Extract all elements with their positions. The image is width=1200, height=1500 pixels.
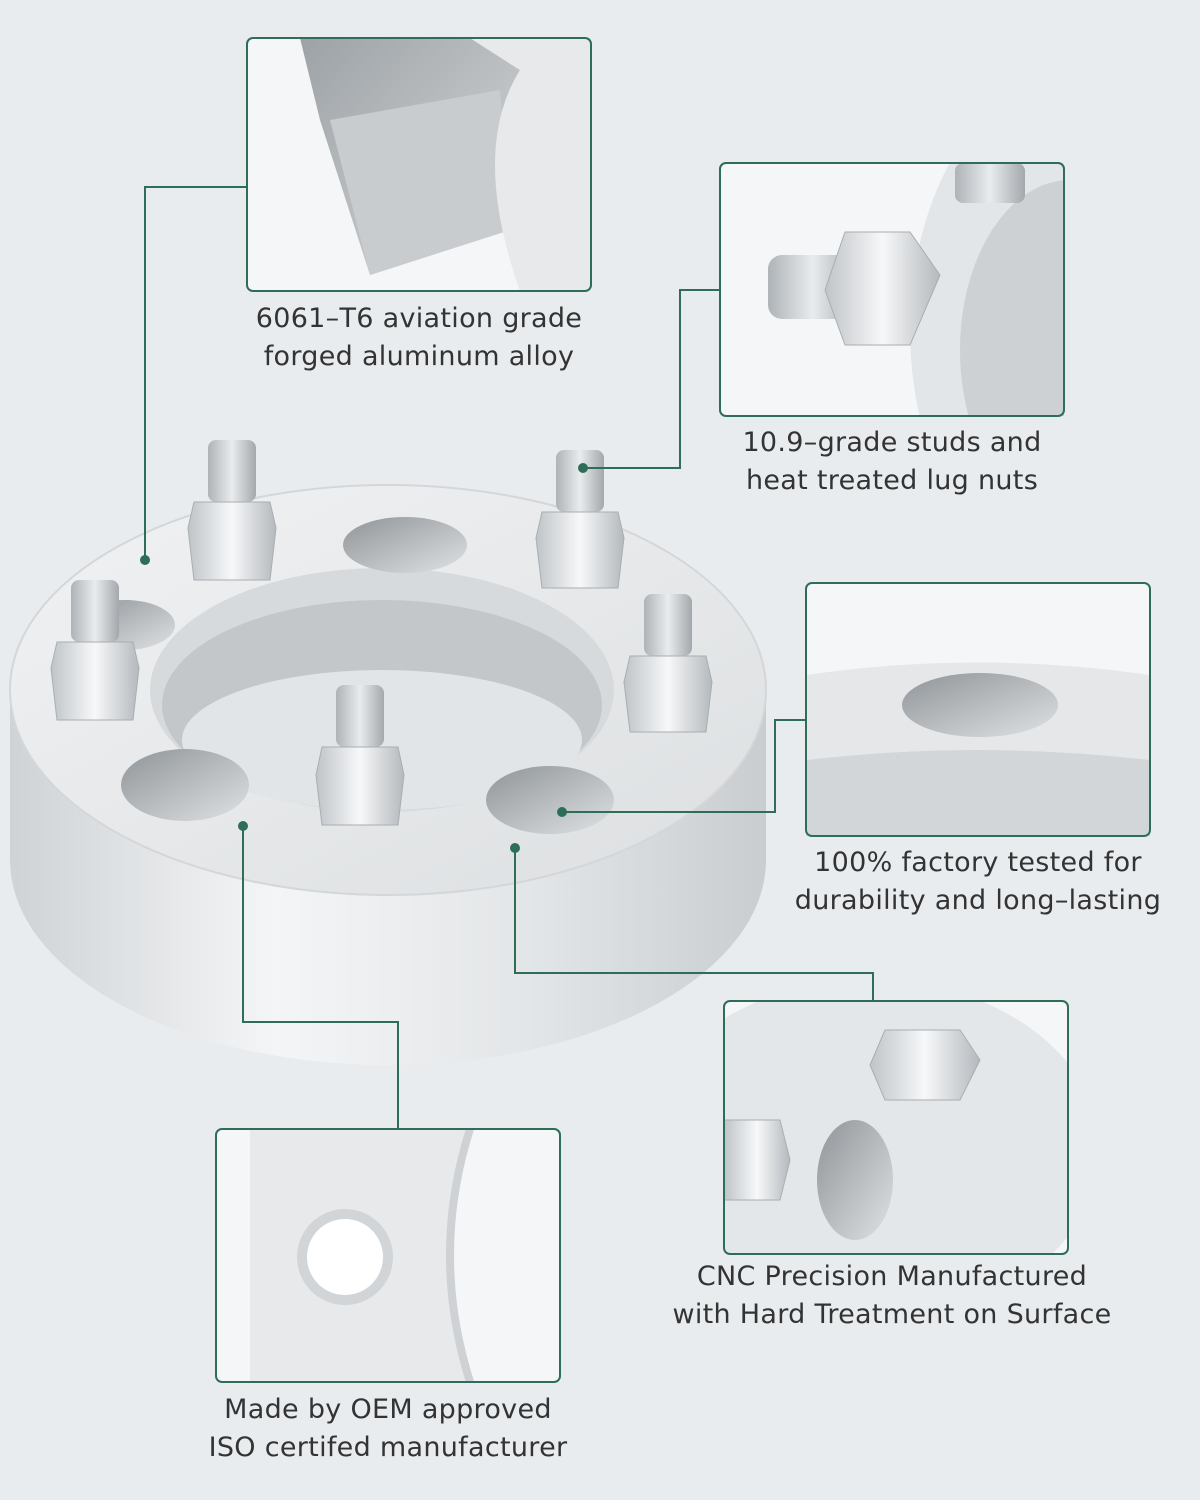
leader-dots xyxy=(140,463,588,853)
lug-stud xyxy=(315,685,405,826)
detail-panel-studs xyxy=(719,162,1065,417)
lug-hole xyxy=(486,766,614,834)
leader-line-oem xyxy=(242,826,399,1129)
detail-panel-material xyxy=(246,37,592,292)
detail-panel-tested xyxy=(805,582,1151,837)
caption-cnc: CNC Precision Manufactured with Hard Tre… xyxy=(672,1261,1112,1330)
lug-stud xyxy=(50,580,140,721)
lug-stud xyxy=(623,594,713,733)
lug-hole xyxy=(121,749,249,821)
leader-line-studs xyxy=(583,289,720,469)
leader-line-tested xyxy=(562,719,806,813)
leader-line-material xyxy=(144,186,247,560)
caption-studs: 10.9–grade studs and heat treated lug nu… xyxy=(742,427,1042,496)
detail-panel-cnc xyxy=(723,1000,1069,1255)
lug-stud xyxy=(187,440,277,581)
leader-lines xyxy=(144,186,874,1129)
wheel-spacer xyxy=(9,440,767,1065)
caption-oem: Made by OEM approved ISO certifed manufa… xyxy=(208,1394,568,1463)
caption-material: 6061–T6 aviation grade forged aluminum a… xyxy=(255,303,583,372)
caption-tested: 100% factory tested for durability and l… xyxy=(794,847,1162,916)
lug-stud xyxy=(535,450,625,589)
leader-line-cnc xyxy=(514,848,874,1001)
lug-hole xyxy=(343,517,467,573)
detail-panel-oem xyxy=(215,1128,561,1383)
